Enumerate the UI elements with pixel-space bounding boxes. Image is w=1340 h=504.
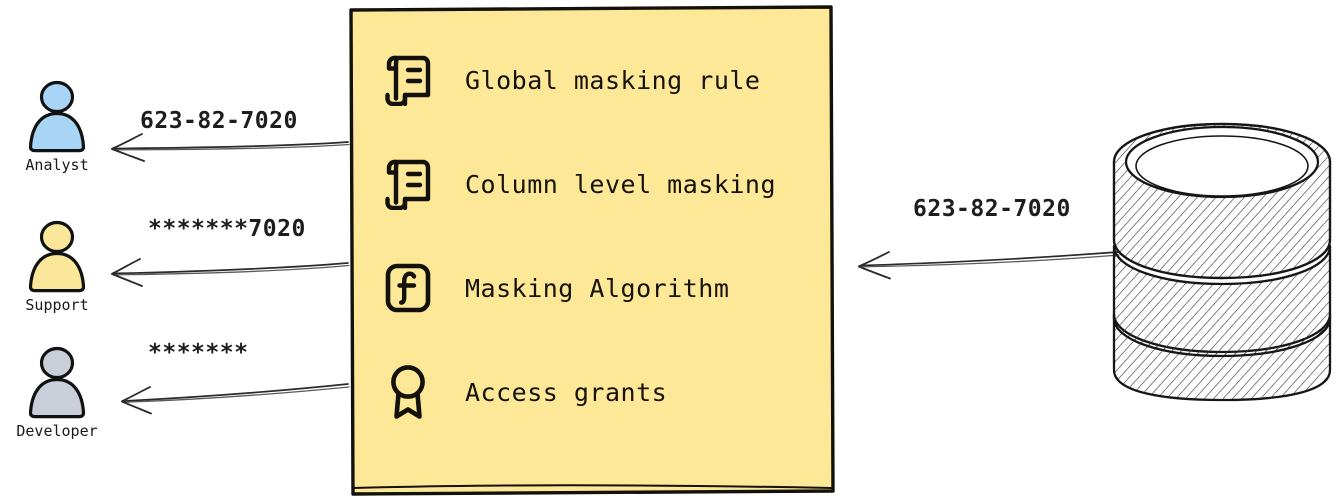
flow-label-support: *******7020 [148,216,306,242]
person-icon [28,346,86,419]
policy-item[interactable]: Access grants [381,362,811,422]
policy-item-list: Global masking rule Column level masking [381,50,811,422]
actor-developer[interactable]: Developer [2,344,112,440]
actor-label: Analyst [25,156,89,174]
scroll-icon [381,156,435,212]
scroll-icon [381,52,435,108]
flow-arrow-support [100,245,350,289]
flow-arrow-database [845,240,1120,284]
policy-item-label: Access grants [465,377,668,407]
policy-item-label: Masking Algorithm [465,273,730,303]
actor-label: Developer [16,422,98,440]
flow-label-database: 623-82-7020 [913,196,1071,222]
flow-arrow-analyst [100,118,350,162]
flow-label-developer: ******* [148,340,249,366]
policy-item[interactable]: Masking Algorithm [381,258,811,318]
policy-item[interactable]: Global masking rule [381,50,811,110]
flow-arrow-developer [110,372,350,416]
masking-policy-panel[interactable]: Global masking rule Column level masking [347,4,835,496]
person-icon [28,80,86,153]
actor-support[interactable]: Support [2,218,112,314]
policy-item-label: Global masking rule [465,65,761,95]
panel-background [349,5,835,496]
function-icon [381,260,435,316]
actor-label: Support [25,296,89,314]
person-icon [28,220,86,293]
actor-analyst[interactable]: Analyst [2,78,112,174]
flow-label-analyst: 623-82-7020 [140,108,298,134]
database-cylinder-icon[interactable] [1108,118,1336,406]
policy-item[interactable]: Column level masking [381,154,811,214]
policy-item-label: Column level masking [465,169,777,199]
award-ribbon-icon [381,364,435,420]
